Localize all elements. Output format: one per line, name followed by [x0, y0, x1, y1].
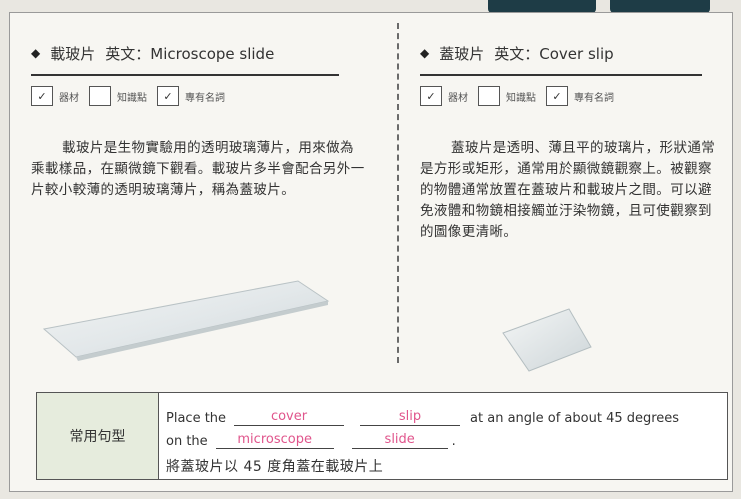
right-tag-knowledge-label: 知識點: [506, 92, 536, 104]
right-tag-term-checkbox[interactable]: ✓: [546, 86, 568, 106]
checkmark-icon: ✓: [163, 89, 173, 103]
diamond-bullet-icon: ◆: [420, 46, 430, 60]
left-tag-knowledge-checkbox[interactable]: [89, 86, 111, 106]
left-english-label: 英文：Microscope slide: [105, 44, 275, 63]
checkmark-icon: ✓: [37, 89, 47, 103]
right-english-label: 英文：Cover slip: [494, 44, 614, 63]
diamond-bullet-icon: ◆: [31, 46, 41, 60]
left-tag-term-label: 專有名詞: [185, 92, 225, 104]
phrase-label: 常用句型: [69, 429, 126, 445]
phrase-chinese: 將蓋玻片以 45 度角蓋在載玻片上: [166, 459, 384, 475]
cover-slip-image: [502, 308, 592, 372]
line1-pre: Place the: [166, 411, 227, 426]
phrase-line-1: Place the cover slip at an angle of abou…: [166, 403, 727, 426]
right-heading: ◆ 蓋玻片 英文：Cover slip: [420, 41, 722, 65]
checkmark-icon: ✓: [426, 89, 436, 103]
line2-post: .: [451, 434, 456, 449]
left-tag-term-checkbox[interactable]: ✓: [157, 86, 179, 106]
phrase-label-cell: 常用句型: [37, 393, 159, 479]
top-tab-left: [488, 0, 596, 13]
vocabulary-card: ◆ 載玻片 英文：Microscope slide ✓ 器材 知識點 ✓ 專有名…: [9, 12, 733, 492]
top-tab-right: [610, 0, 710, 13]
blank-slide: slide: [351, 432, 448, 449]
phrase-body-cell: Place the cover slip at an angle of abou…: [159, 393, 727, 479]
right-tag-knowledge-checkbox[interactable]: [478, 86, 500, 106]
right-tag-equipment-label: 器材: [448, 92, 468, 104]
right-tag-equipment-checkbox[interactable]: ✓: [420, 86, 442, 106]
right-description: 蓋玻片是透明、薄且平的玻璃片，形狀通常是方形或矩形，通常用於顯微鏡觀察上。被觀察…: [420, 140, 716, 240]
left-english: Microscope slide: [150, 44, 275, 63]
left-term: 載玻片: [50, 44, 96, 63]
common-phrase-table: 常用句型 Place the cover slip at an angle of…: [36, 392, 728, 480]
blank-microscope: microscope: [215, 432, 334, 449]
left-heading-rule: [31, 74, 339, 76]
left-column: ◆ 載玻片 英文：Microscope slide ✓ 器材 知識點 ✓ 專有名…: [31, 41, 381, 201]
right-heading-rule: [420, 74, 702, 76]
left-tag-equipment-label: 器材: [59, 92, 79, 104]
left-tag-equipment-checkbox[interactable]: ✓: [31, 86, 53, 106]
right-tag-term-label: 專有名詞: [574, 92, 614, 104]
right-column: ◆ 蓋玻片 英文：Cover slip ✓ 器材 知識點 ✓ 專有名詞 蓋玻片是…: [420, 41, 722, 243]
line1-post: at an angle of about 45 degrees: [470, 411, 680, 426]
left-heading: ◆ 載玻片 英文：Microscope slide: [31, 41, 381, 65]
right-tags: ✓ 器材 知識點 ✓ 專有名詞: [420, 86, 722, 106]
left-description: 載玻片是生物實驗用的透明玻璃薄片，用來做為乘載樣品，在顯微鏡下觀看。載玻片多半會…: [31, 140, 365, 198]
phrase-line-2: on the microscope slide .: [166, 426, 727, 449]
right-term: 蓋玻片: [439, 44, 485, 63]
blank-cover: cover: [234, 409, 345, 426]
right-english: Cover slip: [539, 44, 614, 63]
line2-pre: on the: [166, 434, 208, 449]
left-tag-knowledge-label: 知識點: [117, 92, 147, 104]
left-tags: ✓ 器材 知識點 ✓ 專有名詞: [31, 86, 381, 106]
column-divider: [397, 23, 399, 363]
blank-slip: slip: [360, 409, 461, 426]
microscope-slide-image: [42, 280, 330, 361]
checkmark-icon: ✓: [552, 89, 562, 103]
